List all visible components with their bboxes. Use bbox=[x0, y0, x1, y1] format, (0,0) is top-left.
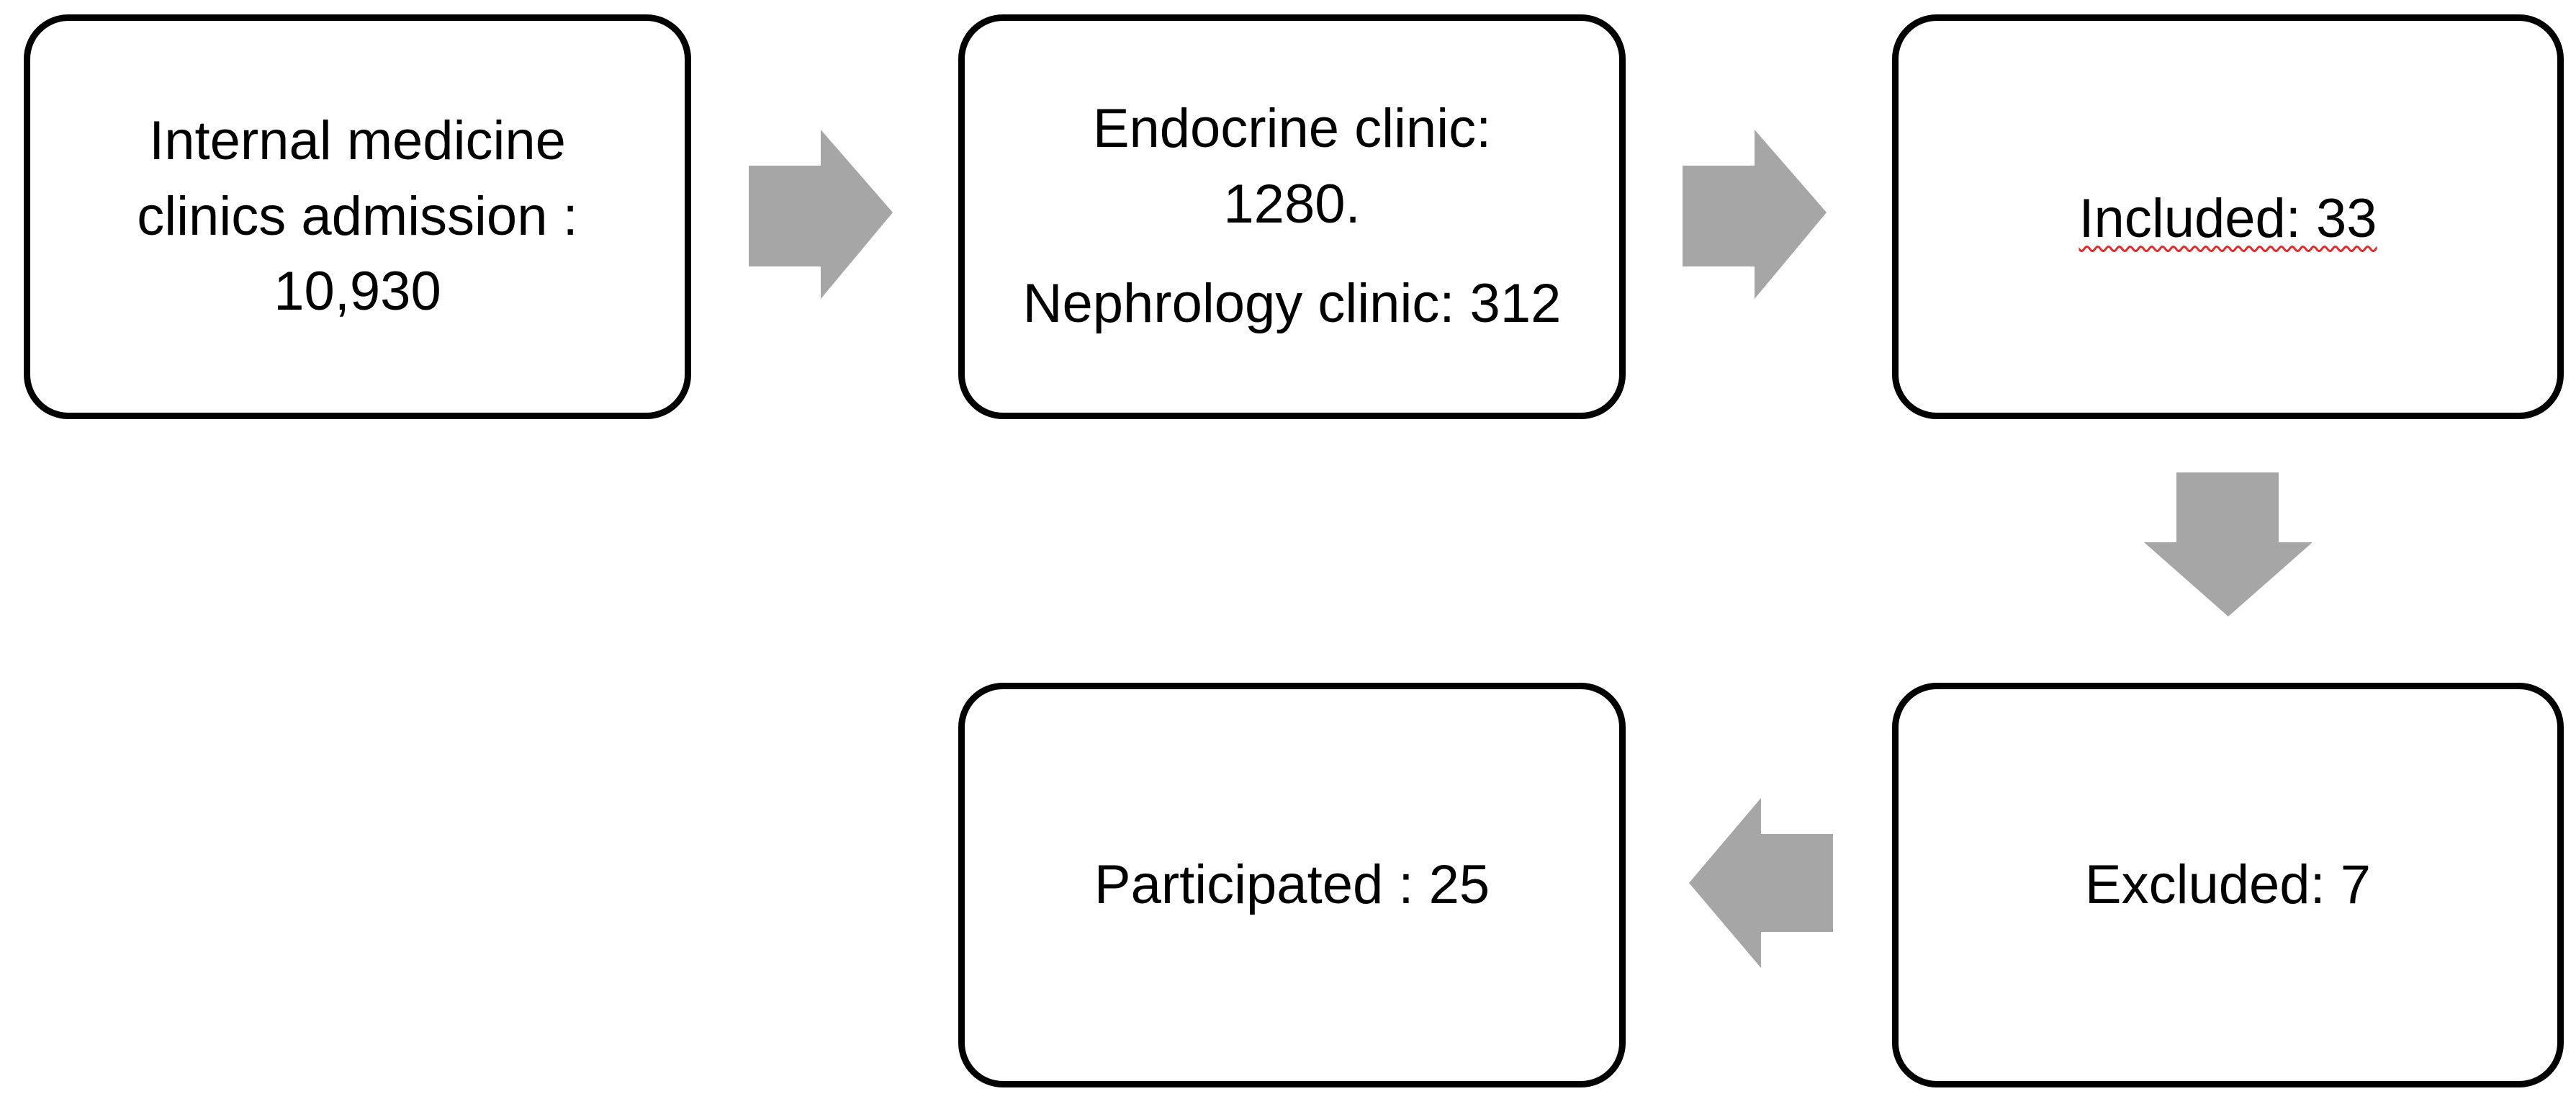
admission-line-3: 10,930 bbox=[274, 261, 441, 323]
participated-label: Participated : 25 bbox=[1094, 853, 1490, 915]
arrow-right-icon bbox=[1683, 130, 1827, 299]
participated-box: Participated : 25 bbox=[958, 683, 1626, 1087]
nephrology-line: Nephrology clinic: 312 bbox=[1022, 273, 1562, 335]
admission-box: Internal medicine clinics admission : 10… bbox=[24, 14, 691, 419]
arrow-left-icon bbox=[1689, 798, 1833, 968]
endocrine-line-2: 1280. bbox=[1223, 173, 1361, 235]
excluded-box: Excluded: 7 bbox=[1892, 683, 2564, 1087]
excluded-label: Excluded: 7 bbox=[2084, 853, 2372, 915]
admission-line-1: Internal medicine bbox=[149, 109, 566, 171]
included-label: Included: 33 bbox=[2079, 188, 2377, 249]
arrow-right-icon bbox=[749, 130, 893, 299]
arrow-down-icon bbox=[2144, 472, 2312, 616]
included-box: Included: 33 bbox=[1892, 14, 2564, 419]
endocrine-line-1: Endocrine clinic: bbox=[1092, 97, 1492, 159]
admission-line-2: clinics admission : bbox=[137, 185, 578, 247]
clinics-box: Endocrine clinic: 1280. Nephrology clini… bbox=[958, 14, 1626, 419]
